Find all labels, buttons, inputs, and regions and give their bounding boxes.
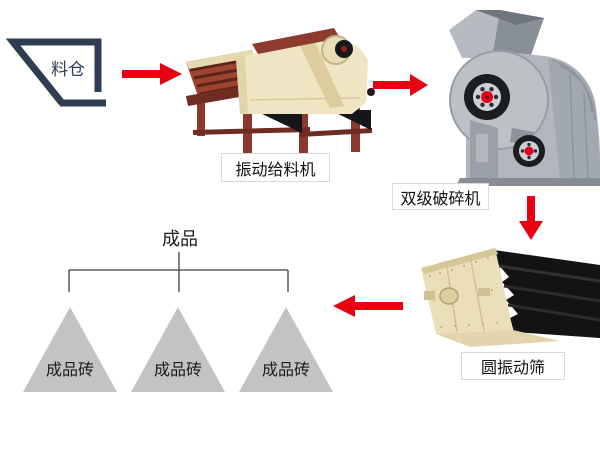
product-pile-label: 成品砖 [153,362,202,379]
hopper-shape-icon [5,38,106,107]
product-branch-lines [68,252,289,292]
product-pile-triangle [131,307,225,392]
hopper-label: 料仓 [51,59,85,79]
product-title-label: 成品 [162,229,198,249]
product-pile-triangle [239,307,333,392]
arrow-right-feeder-to-crusher-icon [373,74,428,96]
feeder-label: 振动给料机 [221,153,330,182]
product-pile-label: 成品砖 [261,362,310,379]
arrow-right-hopper-to-feeder-icon [122,63,182,85]
vibrating-feeder-image [186,28,375,154]
product-pile-label: 成品砖 [45,362,94,379]
two-stage-crusher-image [449,10,600,186]
screen-label: 圆振动筛 [461,352,565,380]
arrow-left-screen-to-product-icon [333,295,403,317]
product-pile-triangle [23,307,117,392]
vibrating-screen-image [421,248,600,347]
arrow-down-crusher-to-screen-icon [519,196,543,240]
crusher-label: 双级破碎机 [392,183,489,210]
